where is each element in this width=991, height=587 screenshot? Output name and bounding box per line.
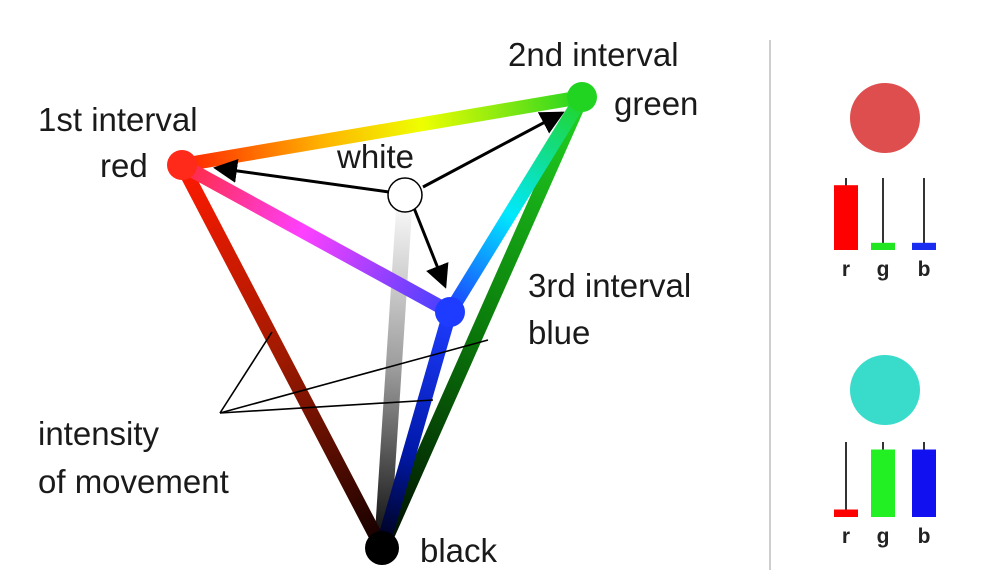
node-black (365, 531, 399, 565)
node-green (567, 82, 597, 112)
panel-1-bar-r-label: r (842, 258, 850, 281)
label-2nd-interval: 2nd interval (508, 36, 679, 73)
panel-1-bar-r (834, 185, 858, 250)
label-blue: blue (528, 314, 590, 351)
panel-2-bar-r (834, 509, 858, 517)
label-intensity: intensity (38, 415, 160, 452)
node-blue (435, 297, 465, 327)
panel-2-bar-r-label: r (842, 525, 850, 548)
panel-1-color-swatch (850, 83, 920, 153)
label-red: red (100, 147, 148, 184)
intensity-pointers (219, 331, 489, 414)
panel-1-bar-b-label: b (918, 258, 931, 281)
edge-red-green (180, 90, 584, 172)
edge-blue-black (375, 310, 457, 550)
edge-green-black (375, 94, 589, 551)
edge-white-black (374, 194, 413, 549)
edge-red-black (175, 161, 389, 552)
panel-1-bar-b (912, 242, 936, 250)
label-1st-interval: 1st interval (38, 101, 198, 138)
edge-red-blue (178, 158, 454, 319)
label-white: white (336, 138, 414, 175)
label-green: green (614, 85, 698, 122)
white-arrows (213, 111, 565, 289)
panel-2-bar-g (871, 449, 895, 517)
node-red (167, 150, 197, 180)
label-black: black (420, 532, 498, 569)
node-white (387, 177, 423, 213)
color-panels: r g b r g b (834, 83, 936, 548)
panel-1-bar-g-label: g (877, 258, 890, 281)
label-of-movement: of movement (38, 463, 229, 500)
panel-1-bar-g (871, 242, 895, 250)
panel-2-bar-g-label: g (877, 525, 890, 548)
panel-2-bar-b-label: b (918, 525, 931, 548)
panel-2-color-swatch (850, 355, 920, 425)
panel-2-bar-b (912, 449, 936, 517)
label-3rd-interval: 3rd interval (528, 267, 691, 304)
